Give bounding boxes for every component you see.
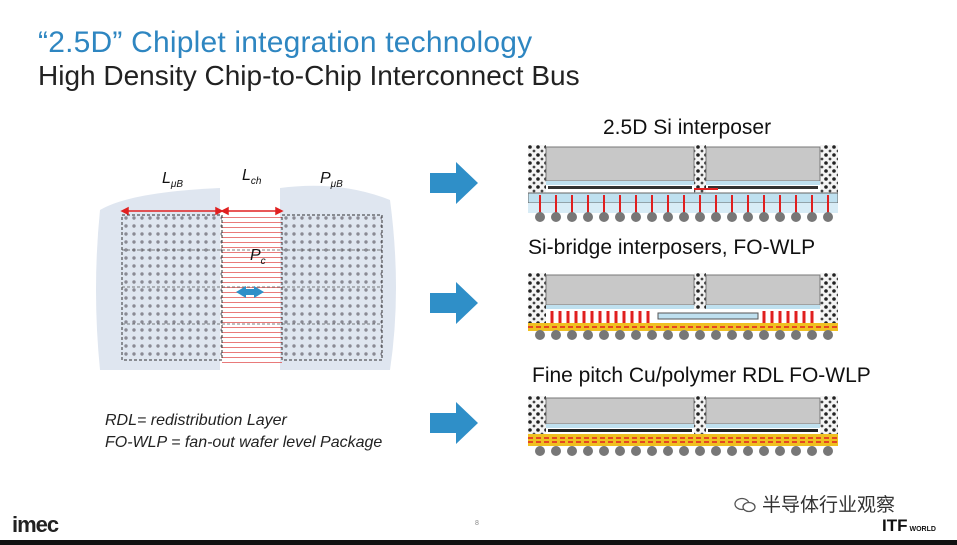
package-label-si-interposer: 2.5D Si interposer — [603, 116, 772, 139]
arrow-icon-2 — [430, 282, 478, 324]
wechat-text: 半导体行业观察 — [762, 495, 896, 516]
arrow-icon-1 — [430, 162, 478, 204]
chip-left — [545, 146, 695, 182]
package-label-rdl-fowlp: Fine pitch Cu/polymer RDL FO-WLP — [532, 364, 871, 387]
note-rdl: RDL= redistribution Layer — [105, 412, 287, 429]
note-fowlp: FO-WLP = fan-out wafer level Package — [105, 434, 383, 451]
label-pub: P — [320, 170, 331, 187]
imec-logo: imec — [12, 512, 59, 537]
package-label-si-bridge: Si-bridge interposers, FO-WLP — [528, 236, 816, 259]
label-pc: P — [250, 247, 261, 264]
wechat-icon — [734, 497, 756, 513]
package-rdl-fowlp — [528, 396, 838, 456]
left-microbump-array — [121, 214, 223, 361]
label-lub-sub: μB — [170, 179, 183, 190]
si-bridge — [657, 312, 759, 320]
abbreviation-notes: RDL= redistribution Layer FO-WLP = fan-o… — [105, 410, 382, 454]
slide-title: “2.5D” Chiplet integration technology — [38, 26, 533, 59]
label-lch-sub: ch — [251, 176, 262, 187]
label-lch: L — [242, 167, 251, 184]
chip-interconnect-schematic: LμB Lch PμB Pc — [96, 167, 396, 370]
label-lub: L — [162, 170, 171, 187]
svg-text:LμB: LμB — [162, 170, 183, 190]
package-si-interposer — [528, 145, 838, 222]
pitch-arrow-icon — [236, 286, 264, 298]
package-si-bridge — [528, 273, 838, 340]
page-number: 8 — [475, 520, 479, 527]
arrow-icon-3 — [430, 402, 478, 444]
wechat-watermark: 半导体行业观察 — [734, 490, 895, 517]
svg-text:PμB: PμB — [320, 170, 343, 190]
svg-text:Lch: Lch — [242, 167, 262, 187]
svg-text:Pc: Pc — [250, 247, 266, 267]
itf-text: ITF — [882, 516, 908, 535]
right-microbump-array — [281, 214, 383, 361]
footer-bar — [0, 540, 957, 545]
chip-right — [705, 146, 821, 182]
itf-world-text: WORLD — [909, 526, 936, 533]
label-pc-sub: c — [261, 256, 266, 267]
slide-subtitle: High Density Chip-to-Chip Interconnect B… — [38, 60, 580, 91]
label-pub-sub: μB — [330, 179, 343, 190]
